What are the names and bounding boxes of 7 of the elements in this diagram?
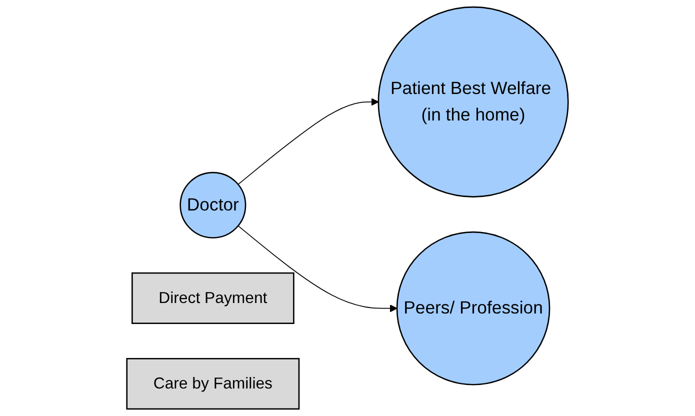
node-circle: Patient Best Welfare (in the home) — [378, 6, 569, 198]
arrow — [238, 98, 379, 185]
node-box: Direct Payment — [132, 272, 294, 324]
node-circle: Doctor — [180, 172, 246, 238]
node-circle: Peers/ Profession — [396, 231, 550, 386]
node-box: Care by Families — [126, 358, 300, 410]
arrow — [238, 225, 398, 312]
